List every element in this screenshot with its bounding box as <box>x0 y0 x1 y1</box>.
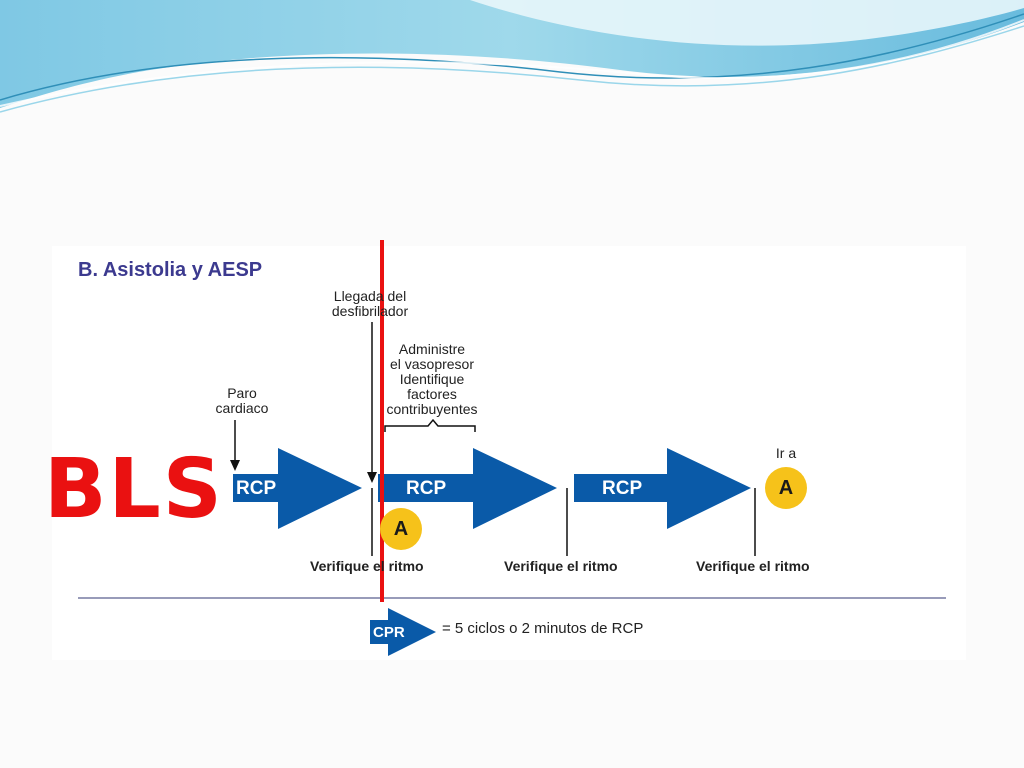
step-a-circle-2: A <box>765 467 807 509</box>
rcp-arrow-3 <box>574 448 751 529</box>
paro-line-1: Paro <box>227 385 257 401</box>
llegada-label: Llegada del desfibrilador <box>332 289 408 319</box>
administre-line-5: contribuyentes <box>386 401 478 417</box>
wave-header <box>0 0 1024 113</box>
llegada-line-1: Llegada del <box>333 288 407 304</box>
rcp-arrow-2 <box>378 448 557 529</box>
step-a-circle-1: A <box>380 508 422 550</box>
legend-text: = 5 ciclos o 2 minutos de RCP <box>442 620 644 637</box>
verify-rhythm-label-3: Verifique el ritmo <box>696 558 810 574</box>
diagram-panel <box>52 246 966 660</box>
paro-cardiaco-label: Paro cardiaco <box>216 386 269 416</box>
wave-line-1 <box>0 13 1024 101</box>
llegada-pointer-arrow <box>367 322 377 483</box>
llegada-line-2: desfibrilador <box>331 303 409 319</box>
administre-brace <box>384 418 476 432</box>
rcp-arrow-1 <box>233 448 362 529</box>
administre-line-3: Identifique <box>399 371 465 387</box>
rcp-label-2: RCP <box>406 478 447 499</box>
ir-a-label: Ir a <box>775 445 797 461</box>
wave-line-2 <box>0 25 1024 113</box>
wave-highlight <box>470 0 1024 46</box>
administre-line-4: factores <box>407 386 457 402</box>
administre-label: Administre el vasopresor Identifique fac… <box>386 342 477 417</box>
administre-line-2: el vasopresor <box>389 356 475 372</box>
verify-rhythm-label-2: Verifique el ritmo <box>504 558 618 574</box>
legend-cpr-label: CPR <box>373 624 405 641</box>
bls-label: BLS <box>44 442 224 537</box>
paro-line-2: cardiaco <box>215 400 269 416</box>
verify-rhythm-label-1: Verifique el ritmo <box>310 558 424 574</box>
diagram-title: B. Asistolia y AESP <box>78 259 263 281</box>
rcp-label-3: RCP <box>602 478 643 499</box>
wave-line-3 <box>0 19 1024 107</box>
rcp-label-1: RCP <box>236 478 277 499</box>
paro-pointer-arrow <box>230 420 240 471</box>
legend-cpr-arrow <box>370 608 436 656</box>
administre-line-1: Administre <box>398 341 466 357</box>
